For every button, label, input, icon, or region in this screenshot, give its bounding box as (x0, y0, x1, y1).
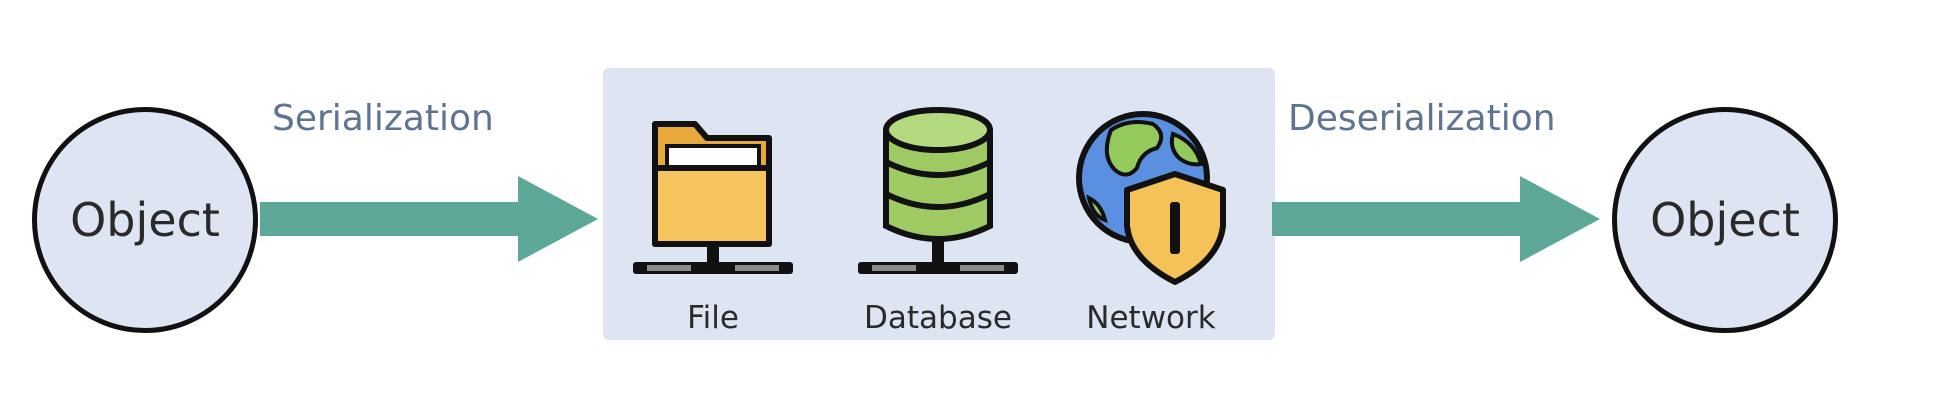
storage-item-file: File (623, 94, 803, 336)
deserialization-label: Deserialization (1288, 98, 1556, 139)
deserialization-arrow (1272, 176, 1600, 262)
source-object-label: Object (70, 193, 220, 247)
folder-icon (633, 121, 793, 274)
storage-item-database: Database (848, 94, 1028, 336)
source-object-node: Object (32, 107, 258, 333)
database-icon (858, 107, 1018, 274)
storage-label-network: Network (1086, 300, 1216, 336)
storage-panel: File Database Network (603, 68, 1275, 340)
serialization-arrow (260, 176, 598, 262)
target-object-label: Object (1650, 193, 1800, 247)
storage-item-network: Network (1061, 94, 1241, 336)
storage-label-database: Database (864, 300, 1012, 336)
storage-label-file: File (687, 300, 739, 336)
globe-shield-icon (1076, 111, 1226, 285)
target-object-node: Object (1612, 107, 1838, 333)
serialization-label: Serialization (272, 98, 494, 139)
